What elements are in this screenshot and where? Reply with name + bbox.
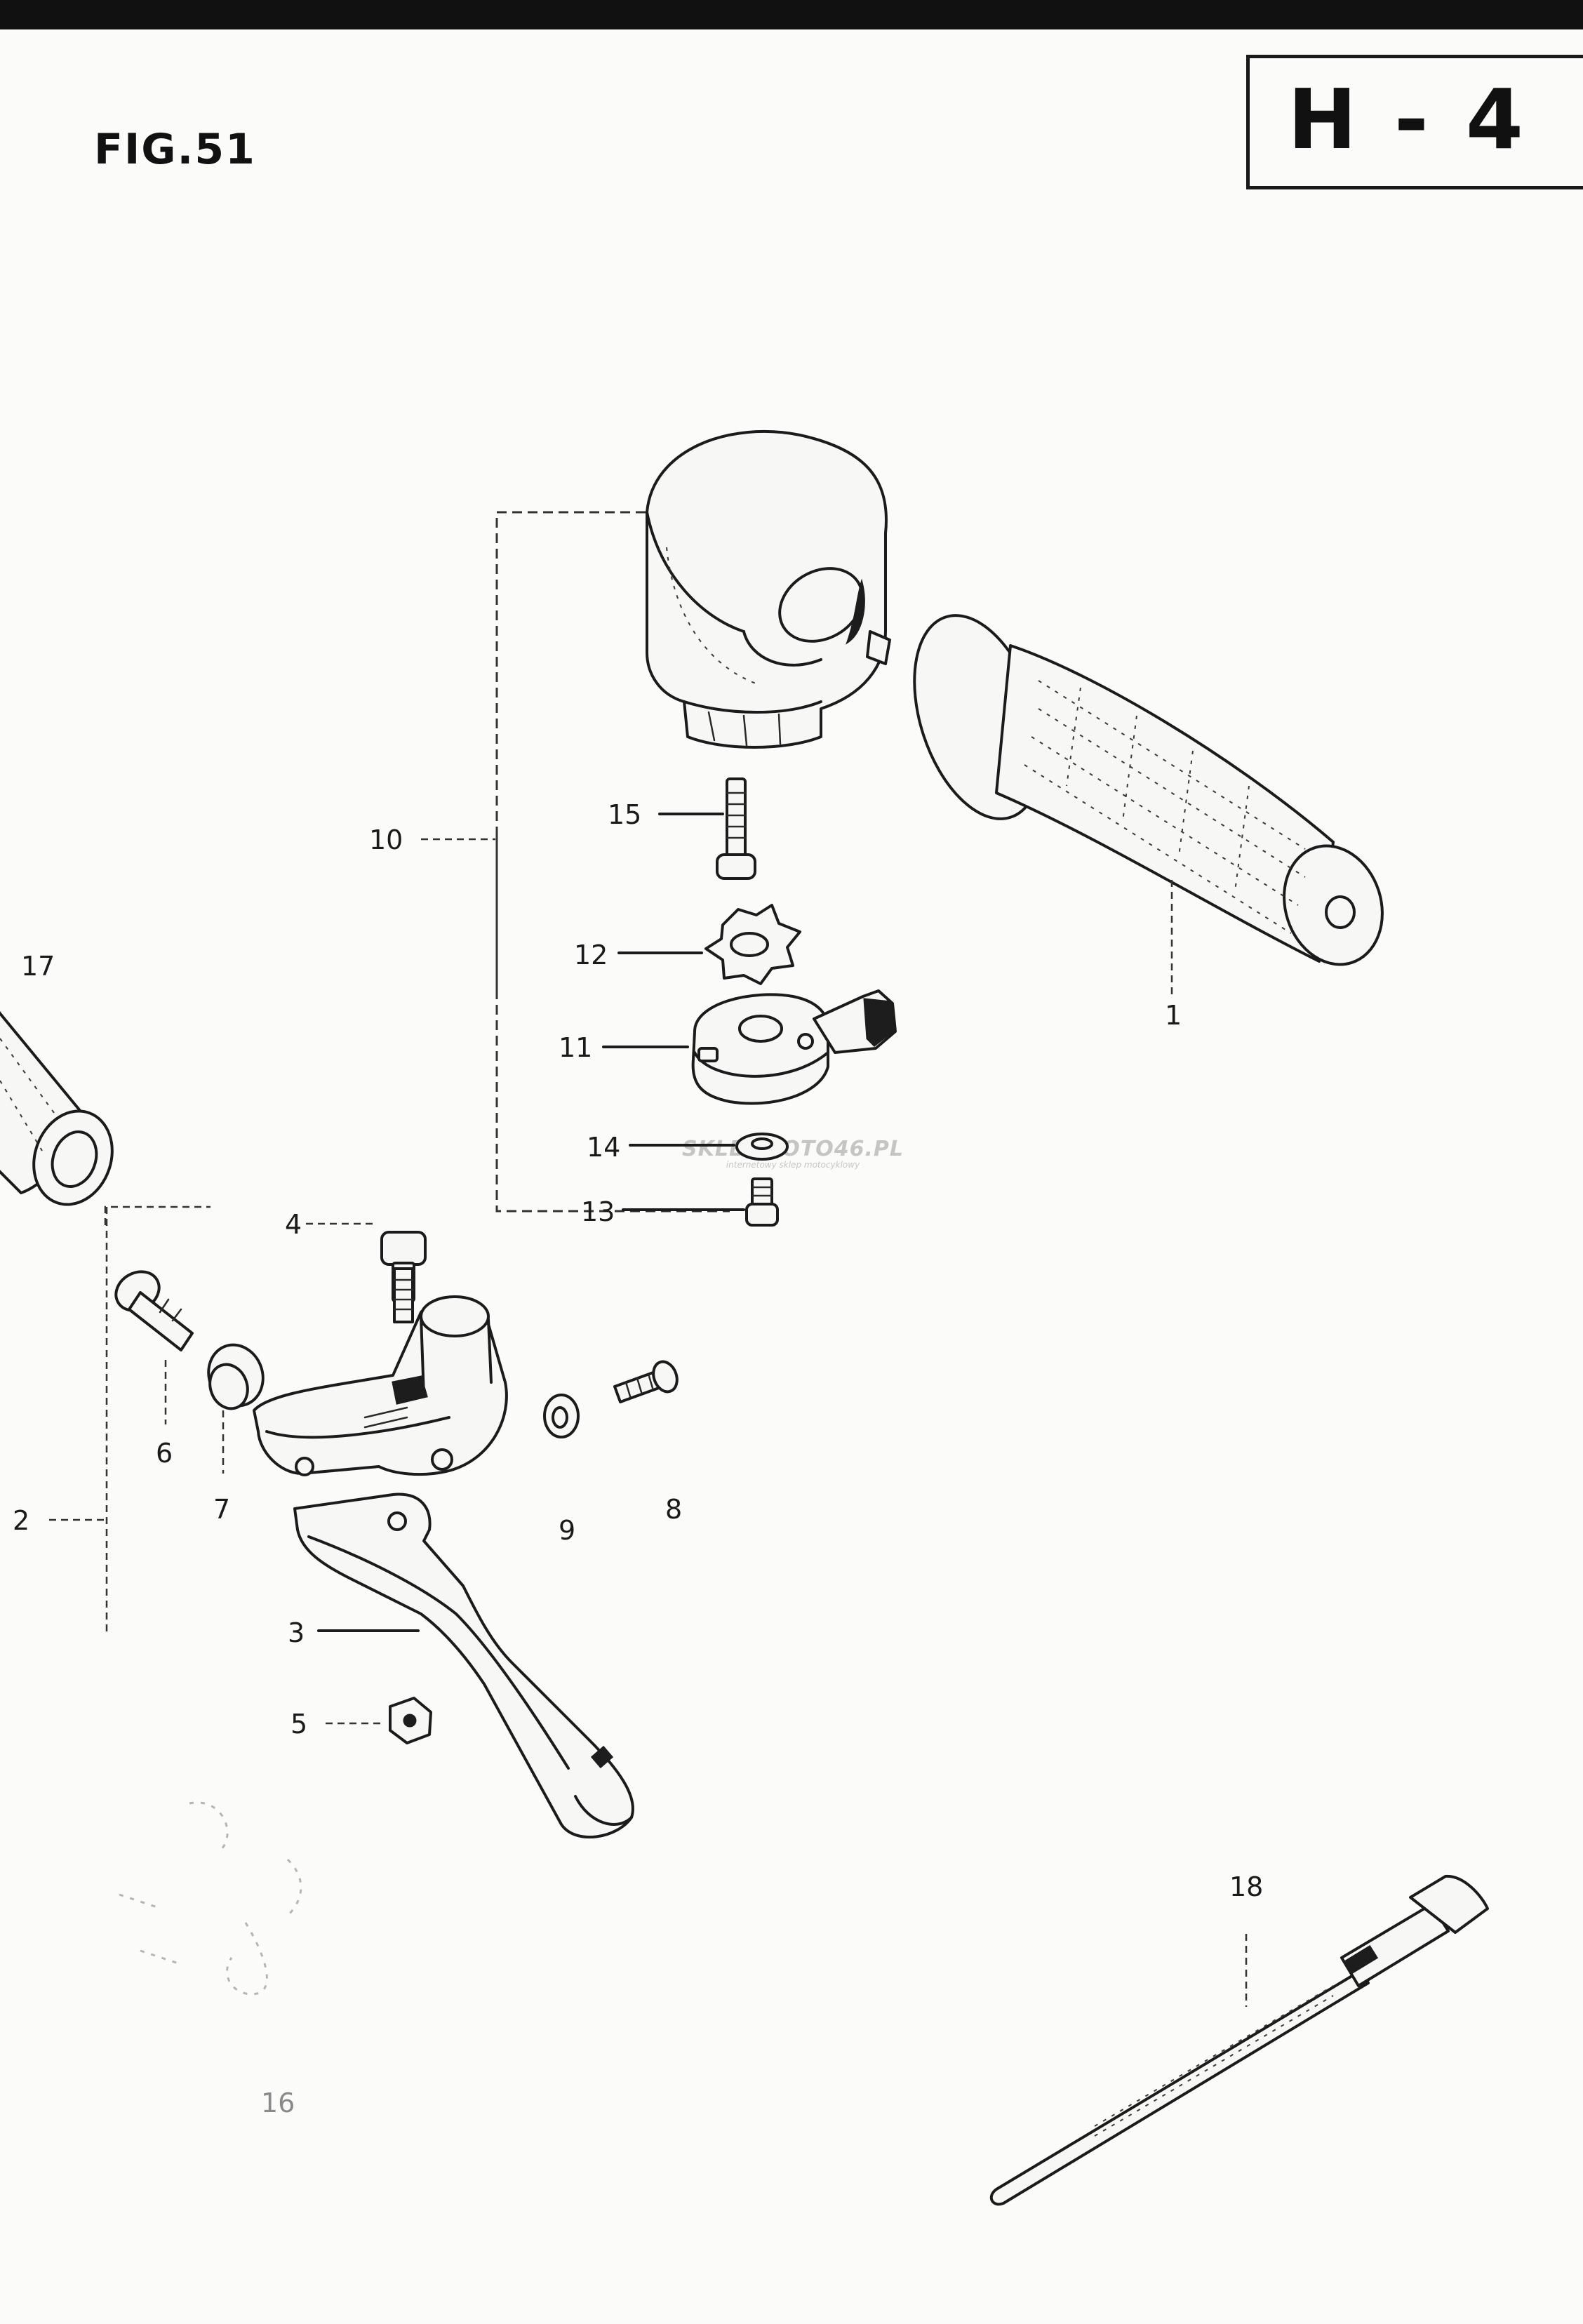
washer-14 (735, 1133, 789, 1161)
callout-2: 2 (13, 1505, 29, 1536)
callout-7: 7 (213, 1494, 230, 1525)
grip-1 (913, 614, 1384, 966)
callout-4: 4 (285, 1209, 302, 1240)
section-code-box: H - 4 (1246, 55, 1583, 189)
watermark-subtext: internetowy sklep motocyklowy (726, 1160, 860, 1170)
callout-11: 11 (559, 1032, 592, 1063)
cable-tie-18 (989, 1874, 1489, 2206)
watermark: SKLEPMOTO46.PL internetowy sklep motocyk… (667, 1137, 919, 1170)
screw-13 (745, 1177, 779, 1227)
leader-2 (49, 1207, 108, 1635)
callout-5: 5 (290, 1709, 307, 1739)
callout-12: 12 (574, 940, 608, 970)
callout-16: 16 (261, 2088, 295, 2118)
watermark-text: SKLEPMOTO46.PL (681, 1137, 904, 1161)
lever-holder (253, 1295, 508, 1476)
callout-15: 15 (608, 799, 641, 830)
callout-10: 10 (369, 824, 403, 855)
callout-18: 18 (1229, 1871, 1263, 1902)
part-16-faint (119, 1801, 302, 1996)
nut-9 (543, 1394, 580, 1438)
lever-3 (293, 1492, 634, 1839)
switch-housing (646, 429, 891, 749)
callout-17: 17 (21, 951, 55, 982)
callout-9: 9 (559, 1515, 575, 1546)
switch-plate-11 (691, 989, 897, 1105)
grip-17 (0, 1011, 114, 1206)
screw-8 (613, 1360, 679, 1403)
bolt-4 (380, 1231, 427, 1323)
pivot-bolt-6 (114, 1270, 194, 1351)
callout-1: 1 (1165, 1000, 1182, 1031)
callout-3: 3 (288, 1617, 305, 1648)
screw-15 (716, 777, 756, 880)
page-top-border (0, 0, 1583, 29)
figure-label: FIG.51 (94, 125, 256, 174)
callout-14: 14 (587, 1132, 620, 1163)
callout-13: 13 (581, 1196, 615, 1227)
callout-6: 6 (156, 1438, 173, 1469)
nut-5 (389, 1697, 432, 1744)
bushing-7 (207, 1343, 265, 1410)
section-code: H - 4 (1288, 71, 1528, 168)
callout-8: 8 (665, 1494, 682, 1525)
lock-washer-12 (704, 904, 801, 985)
leader-2-top (104, 1206, 211, 1225)
